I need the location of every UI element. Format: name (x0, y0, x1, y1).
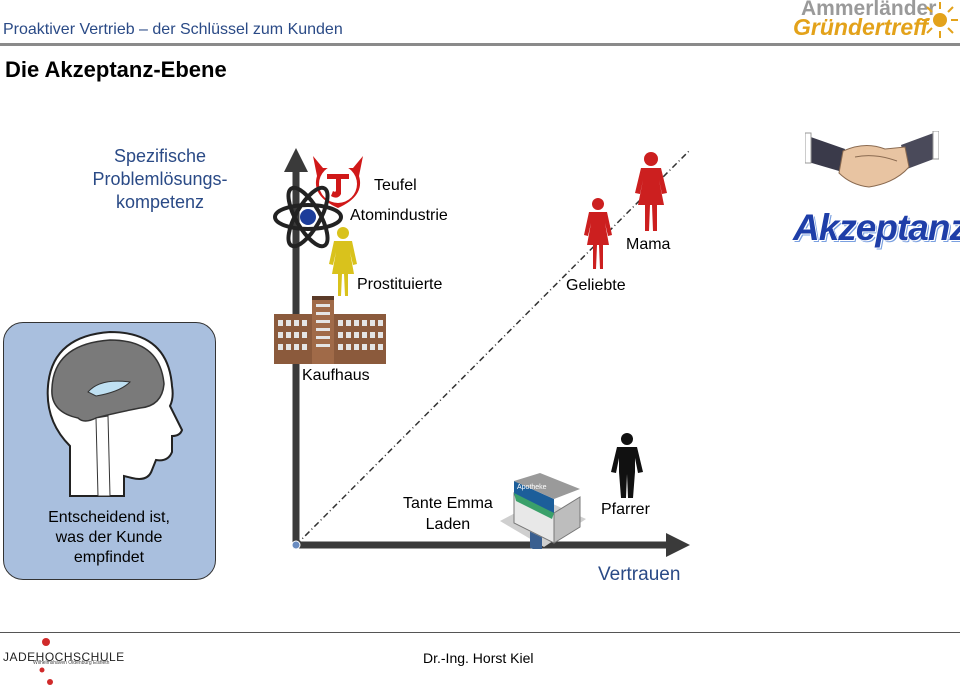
logo-line1: Ammerländer (801, 0, 937, 20)
acceptance-diagonal (295, 149, 691, 546)
y-axis-label-line1: Spezifische (113, 146, 207, 166)
presentation-title: Proaktiver Vertrieb – der Schlüssel zum … (3, 21, 343, 38)
y-axis-label: Spezifische Problemlösungs- kompetenz (90, 145, 230, 214)
brain-caption-line3: empfindet (73, 549, 145, 566)
label-tante-emma-line2: Laden (425, 516, 471, 533)
handshake-icon (805, 131, 939, 188)
x-axis-label: Vertrauen (598, 564, 681, 585)
label-kaufhaus: Kaufhaus (302, 367, 370, 384)
lover-figure-icon (584, 198, 612, 269)
header-divider (0, 43, 960, 46)
brain-caption-line1: Entscheidend ist, (48, 509, 170, 526)
logo-sun-icon (922, 2, 958, 38)
prostitute-figure-icon (329, 227, 357, 296)
label-prostituierte: Prostituierte (357, 276, 443, 293)
mama-figure-icon (635, 152, 667, 231)
label-geliebte: Geliebte (566, 277, 626, 294)
label-pfarrer: Pfarrer (601, 501, 650, 518)
origin-dot (291, 540, 301, 550)
brain-panel-caption: Entscheidend ist, was der Kunde empfinde… (14, 508, 204, 568)
x-axis-arrowhead (666, 533, 690, 557)
priest-figure-icon (611, 433, 643, 498)
y-axis-arrowhead (284, 148, 308, 172)
department-store-icon (274, 296, 386, 364)
apotheke-sign-text: Apotheke (517, 484, 547, 491)
label-mama: Mama (626, 236, 671, 253)
atom-icon (273, 185, 343, 249)
brain-caption-line2: was der Kunde (55, 529, 163, 546)
label-teufel: Teufel (374, 177, 417, 194)
footer-institution-sub: Wilhelmshaven Oldenburg Elsfleth (33, 660, 110, 666)
label-atomindustrie: Atomindustrie (350, 207, 448, 224)
label-tante-emma: Tante Emma Laden (403, 493, 493, 535)
head-brain-icon (46, 330, 184, 497)
pharmacy-shop-icon (500, 473, 586, 549)
y-axis-label-line3: kompetenz (115, 192, 205, 212)
y-axis-label-line2: Problemlösungs- (92, 169, 228, 189)
akzeptanz-wordart: Akzeptanz (793, 207, 960, 248)
footer-divider (0, 632, 960, 633)
label-tante-emma-line1: Tante Emma (403, 495, 493, 512)
slide-title: Die Akzeptanz-Ebene (5, 57, 227, 82)
footer-author: Dr.-Ing. Horst Kiel (423, 650, 534, 666)
logo-line2: Gründertreff (793, 14, 929, 40)
jade-logo-dots-icon (39, 638, 53, 685)
footer-institution: JADEHOCHSCHULE (3, 650, 125, 664)
